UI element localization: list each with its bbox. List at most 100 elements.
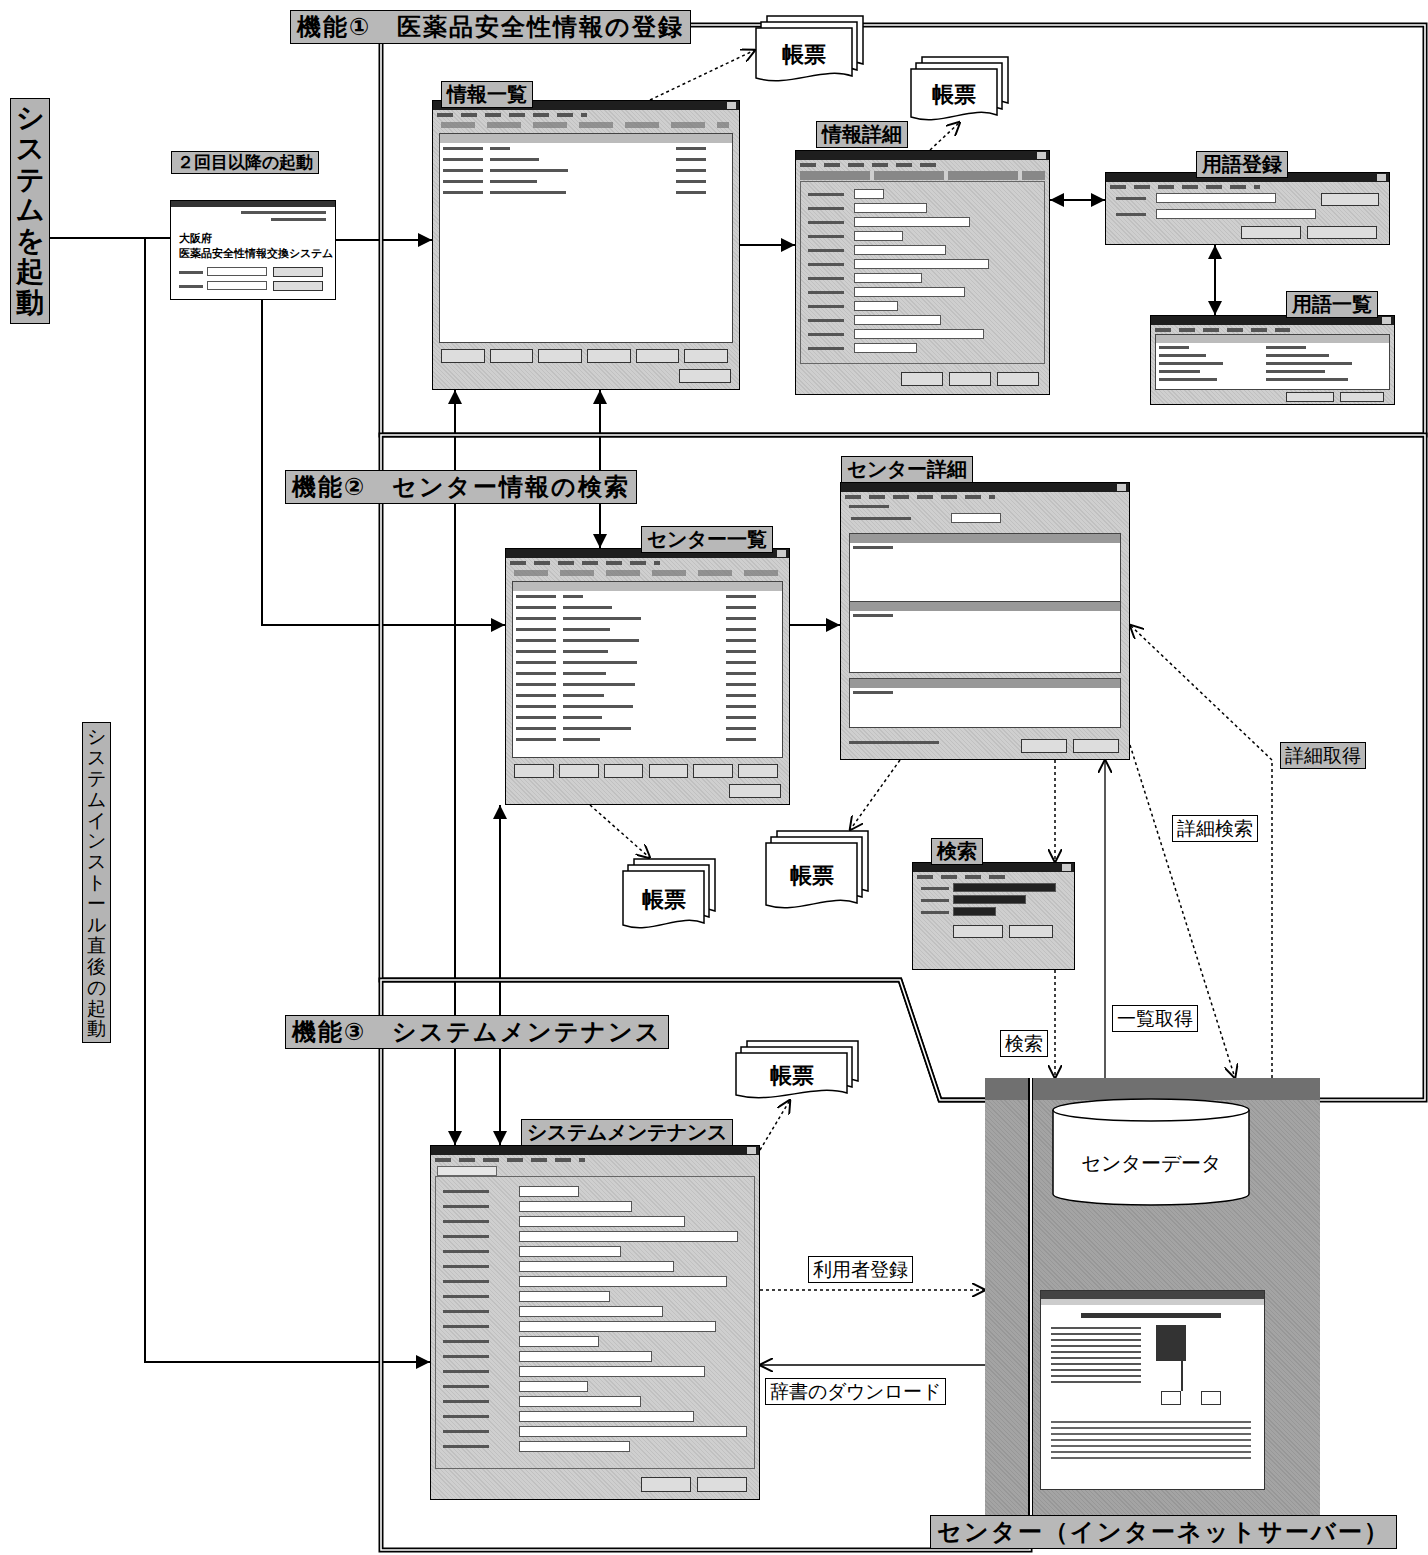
window-part xyxy=(921,911,949,914)
window-part xyxy=(441,122,729,128)
window-part xyxy=(1041,1299,1264,1305)
window-part xyxy=(563,683,635,686)
window-part xyxy=(949,372,991,386)
window-part xyxy=(179,285,203,288)
window-part xyxy=(808,291,844,294)
window-part xyxy=(490,147,510,150)
window-part xyxy=(431,1146,759,1155)
window-part xyxy=(443,180,483,183)
window-part xyxy=(443,1235,489,1238)
window-part xyxy=(1037,152,1046,159)
edge-label: 辞書のダウンロード xyxy=(765,1378,946,1405)
window-part xyxy=(519,1291,610,1302)
window-part xyxy=(512,581,783,758)
window-part xyxy=(1266,346,1306,349)
window-part xyxy=(443,1415,489,1418)
window-part xyxy=(490,169,568,172)
window-part xyxy=(587,349,631,363)
screen-heading: 情報詳細 xyxy=(816,121,908,148)
report-page xyxy=(756,28,852,81)
dotted-connector xyxy=(650,50,755,100)
window-part xyxy=(854,315,941,325)
window-part xyxy=(563,650,608,653)
window-part xyxy=(850,534,1120,543)
window-part xyxy=(953,883,1056,892)
window-part xyxy=(1156,193,1276,203)
window-part xyxy=(808,319,844,322)
window-part xyxy=(443,169,483,172)
window-part xyxy=(437,113,587,117)
window-part xyxy=(443,1250,489,1253)
window-part xyxy=(519,1186,579,1197)
window-part xyxy=(849,678,1121,728)
window-part xyxy=(519,1441,630,1452)
report-label: 帳票 xyxy=(790,861,834,891)
window-part xyxy=(1241,226,1301,239)
window-part xyxy=(808,333,844,336)
window-part xyxy=(1156,1325,1186,1361)
window-part xyxy=(808,277,844,280)
window-part xyxy=(808,249,844,252)
window-part xyxy=(519,1396,641,1407)
window-part xyxy=(917,875,1007,879)
window-part xyxy=(490,180,537,183)
window-part xyxy=(1009,925,1053,938)
window-part xyxy=(490,158,539,161)
window-part xyxy=(726,606,756,609)
window-part xyxy=(207,267,267,276)
window-part xyxy=(808,193,844,196)
report-page xyxy=(736,1053,847,1098)
window-part xyxy=(563,617,641,620)
window-part xyxy=(519,1351,652,1362)
region-border xyxy=(381,25,1425,435)
window-part xyxy=(1159,378,1217,381)
window-part xyxy=(726,738,756,741)
screen-heading: 情報一覧 xyxy=(441,81,533,108)
screen-window: センター詳細 xyxy=(840,482,1130,760)
window-part xyxy=(514,764,554,778)
window-part xyxy=(1286,392,1334,402)
region-border xyxy=(381,980,1030,1550)
dotted-connector xyxy=(850,760,900,830)
dotted-connector xyxy=(590,805,650,858)
window-part xyxy=(901,372,943,386)
connector xyxy=(1050,199,1105,201)
window-part xyxy=(1377,174,1386,181)
screen-window: 用語一覧 xyxy=(1150,315,1395,405)
window-part xyxy=(516,595,556,598)
connector xyxy=(50,238,430,1362)
window-part xyxy=(443,1265,489,1268)
window-part xyxy=(1161,1391,1181,1405)
window-part xyxy=(516,639,556,642)
window-part xyxy=(1340,392,1384,402)
screen-window: 情報詳細 xyxy=(795,150,1050,395)
window-part xyxy=(777,550,786,557)
doc-node: 帳票 xyxy=(755,15,865,83)
doc-node: 帳票 xyxy=(622,858,717,930)
screen-window: 情報一覧 xyxy=(432,100,740,390)
window-part xyxy=(519,1426,747,1437)
window-part xyxy=(516,727,556,730)
window-part xyxy=(726,683,756,686)
screen-window: システムメンテナンス xyxy=(430,1145,760,1500)
window-part xyxy=(747,1147,756,1154)
window-part xyxy=(985,1078,1320,1100)
vbox-node: システムを起動 xyxy=(10,98,50,324)
window-part xyxy=(726,705,756,708)
start-label: システムを起動 xyxy=(16,103,44,319)
dotted-connector xyxy=(760,1289,985,1291)
server-node: センター（インターネットサーバー）センターデータ xyxy=(985,1078,1320,1518)
window-part xyxy=(563,595,583,598)
window-part xyxy=(519,1216,685,1227)
window-part xyxy=(519,1246,621,1257)
window-part xyxy=(854,203,927,213)
dotted-connector xyxy=(1054,970,1056,1078)
window-part xyxy=(800,163,940,167)
window-part xyxy=(997,372,1039,386)
window-part xyxy=(563,628,610,631)
window-part xyxy=(443,191,483,194)
window-part xyxy=(519,1366,705,1377)
window-part xyxy=(1081,1313,1221,1318)
edge-label: 詳細検索 xyxy=(1172,815,1258,842)
screen-heading: センター一覧 xyxy=(641,526,773,553)
